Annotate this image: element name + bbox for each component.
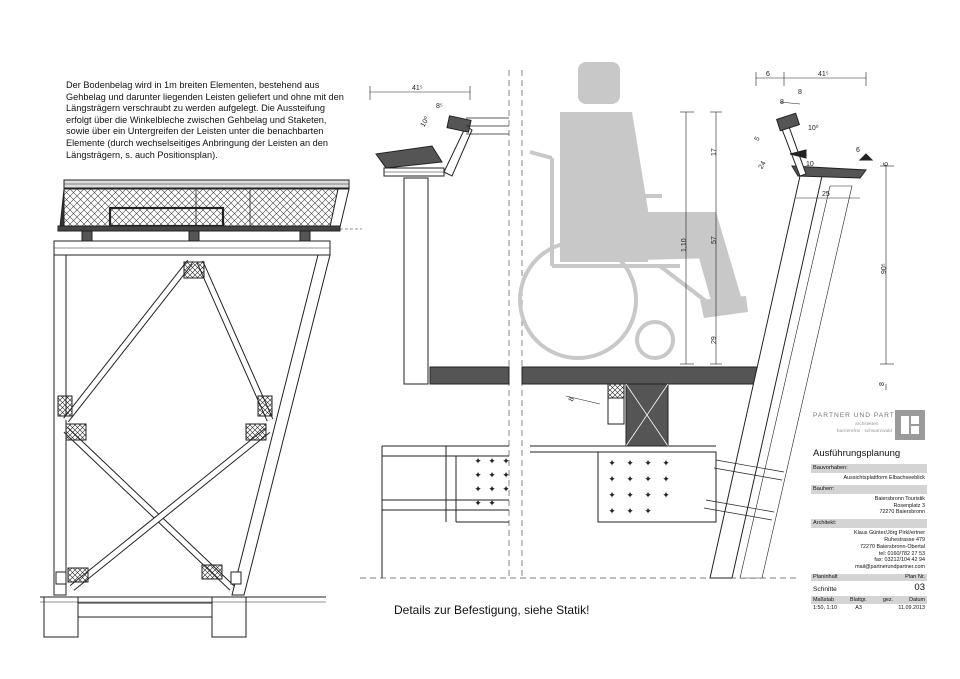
dim-right-41: 41⁵ bbox=[818, 71, 829, 78]
section-overview bbox=[40, 179, 362, 638]
logo-mark-icon bbox=[895, 410, 925, 440]
scale-header: Maßstab Blattgr. gez. Datum bbox=[811, 595, 927, 604]
detail-right-post bbox=[703, 112, 874, 579]
dim-right-17: 17 bbox=[711, 148, 718, 156]
dim-right-90: 90⁵ bbox=[881, 263, 888, 274]
blattgr-label: Blattgr. bbox=[850, 596, 867, 603]
planinhalt-label: Planinhalt bbox=[813, 573, 838, 580]
architekt-line: fax: 03212/104 42 94 bbox=[874, 557, 925, 564]
blattgr-value: A3 bbox=[855, 604, 862, 611]
architekt-label: Architekt: bbox=[811, 519, 927, 529]
bauherr-line: Rosenplatz 3 bbox=[893, 502, 925, 509]
svg-text:✦: ✦ bbox=[626, 491, 634, 501]
dim-right-110: 1,10 bbox=[681, 238, 688, 252]
dim-left-top: 41⁵ bbox=[412, 85, 423, 92]
svg-text:✦: ✦ bbox=[488, 471, 496, 481]
cut-lines bbox=[360, 70, 800, 579]
bauvorhaben-label: Bauvorhaben: bbox=[811, 464, 927, 473]
svg-text:✦: ✦ bbox=[608, 507, 616, 517]
dim-right-24: 24 bbox=[758, 160, 768, 170]
svg-text:✦: ✦ bbox=[502, 457, 510, 467]
dim-right-6c: 6 bbox=[883, 162, 890, 166]
bauherr-address: Baiersbronn Touristik Rosenplatz 3 72270… bbox=[811, 494, 927, 516]
svg-text:✦: ✦ bbox=[608, 459, 616, 469]
statics-note: Details zur Befestigung, siehe Statik! bbox=[394, 603, 590, 617]
dim-center-small: 8 bbox=[568, 396, 576, 402]
svg-text:✦: ✦ bbox=[502, 471, 510, 481]
svg-text:✦: ✦ bbox=[644, 475, 652, 485]
bauherr-line: Baiersbronn Touristik bbox=[874, 495, 925, 502]
dim-right-6b: 6 bbox=[856, 147, 860, 154]
svg-text:✦: ✦ bbox=[644, 459, 652, 469]
dim-right-6: 6 bbox=[766, 71, 770, 78]
bolt-pattern-right: ✦ ✦ ✦ ✦ ✦ ✦ ✦ ✦ ✦ ✦ ✦ ✦ ✦ ✦ ✦ bbox=[608, 459, 670, 517]
svg-text:✦: ✦ bbox=[644, 491, 652, 501]
architekt-line: mail@partnerundpartner.com bbox=[855, 564, 925, 571]
dim-right-25: 25 bbox=[822, 191, 830, 198]
gez-label: gez. bbox=[882, 596, 894, 603]
construction-note: Der Bodenbelag wird in 1m breiten Elemen… bbox=[66, 80, 344, 160]
scale-values: 1:50, 1:10 A3 11.09.2013 bbox=[811, 604, 927, 612]
svg-text:✦: ✦ bbox=[474, 457, 482, 467]
bauvorhaben-value: Aussichtsplattform Elbachseeblick bbox=[843, 475, 926, 481]
logo-subtitle-1: architekten bbox=[855, 422, 879, 427]
planinhalt-header: Planinhalt Plan Nr. bbox=[811, 573, 927, 581]
svg-text:✦: ✦ bbox=[608, 491, 616, 501]
svg-text:✦: ✦ bbox=[626, 459, 634, 469]
logo-text: PARTNER UND PARTNER bbox=[813, 412, 912, 419]
architekt-line: Ruhestrasse 479 bbox=[884, 536, 925, 543]
dim-right-8: 8 bbox=[780, 99, 784, 106]
svg-text:✦: ✦ bbox=[474, 471, 482, 481]
svg-text:✦: ✦ bbox=[474, 485, 482, 495]
logo-subtitle-2: barrierefrei · schwarzwald bbox=[837, 429, 892, 434]
wheelchair-user-figure bbox=[518, 62, 748, 360]
bauherr-label: Bauherr: bbox=[811, 484, 927, 494]
datum-label: Datum bbox=[909, 596, 925, 603]
svg-text:✦: ✦ bbox=[644, 507, 652, 517]
plan-nr-label: Plan Nr. bbox=[905, 573, 925, 580]
svg-text:✦: ✦ bbox=[608, 475, 616, 485]
svg-text:✦: ✦ bbox=[626, 507, 634, 517]
plan-phase-title: Ausführungsplanung bbox=[813, 448, 901, 459]
bolt-pattern-left: ✦ ✦ ✦ ✦ ✦ ✦ ✦ ✦ ✦ ✦ ✦ bbox=[474, 457, 510, 509]
dim-left-angle: 10⁰ bbox=[419, 115, 431, 128]
svg-text:✦: ✦ bbox=[502, 485, 510, 495]
plan-nr-value: 03 bbox=[914, 581, 925, 593]
svg-text:✦: ✦ bbox=[488, 499, 496, 509]
dim-left-small: 8⁵ bbox=[436, 103, 443, 110]
svg-text:✦: ✦ bbox=[662, 459, 670, 469]
architekt-line: Klaus Günter/Jörg Pirkl/ertner bbox=[853, 530, 925, 537]
dim-right-10: 10⁰ bbox=[808, 124, 819, 132]
dim-right-8b: 8 bbox=[798, 89, 802, 96]
architekt-address: Klaus Günter/Jörg Pirkl/ertner Ruhestras… bbox=[811, 528, 927, 571]
datum-value: 11.09.2013 bbox=[898, 604, 925, 611]
architekt-line: tel: 0160/782 27 53 bbox=[878, 550, 925, 557]
dim-right-5: 5 bbox=[754, 136, 762, 143]
svg-text:✦: ✦ bbox=[488, 457, 496, 467]
detail-deck bbox=[429, 366, 769, 385]
title-block: PARTNER UND PARTNER architekten barriere… bbox=[811, 408, 927, 612]
architekt-line: 72270 Baiersbronn-Obertal bbox=[859, 543, 925, 550]
bauherr-line: 72270 Baiersbronn bbox=[879, 509, 925, 516]
svg-text:✦: ✦ bbox=[662, 491, 670, 501]
planinhalt-value: Schnitte bbox=[813, 585, 837, 593]
svg-text:✦: ✦ bbox=[488, 485, 496, 495]
detail-left-post bbox=[375, 115, 509, 578]
massstab-label: Maßstab bbox=[813, 596, 834, 603]
dim-right-8c: 8 bbox=[879, 382, 886, 386]
svg-text:✦: ✦ bbox=[626, 475, 634, 485]
dimension-lines bbox=[369, 72, 894, 405]
dim-right-10b: 10 bbox=[806, 161, 814, 168]
dim-right-29: 29 bbox=[711, 336, 718, 344]
svg-text:✦: ✦ bbox=[662, 475, 670, 485]
svg-text:✦: ✦ bbox=[474, 499, 482, 509]
massstab-value: 1:50, 1:10 bbox=[813, 604, 837, 611]
detail-center-block bbox=[530, 383, 717, 523]
dim-right-57: 57 bbox=[711, 236, 718, 244]
firm-logo: PARTNER UND PARTNER architekten barriere… bbox=[811, 408, 927, 448]
